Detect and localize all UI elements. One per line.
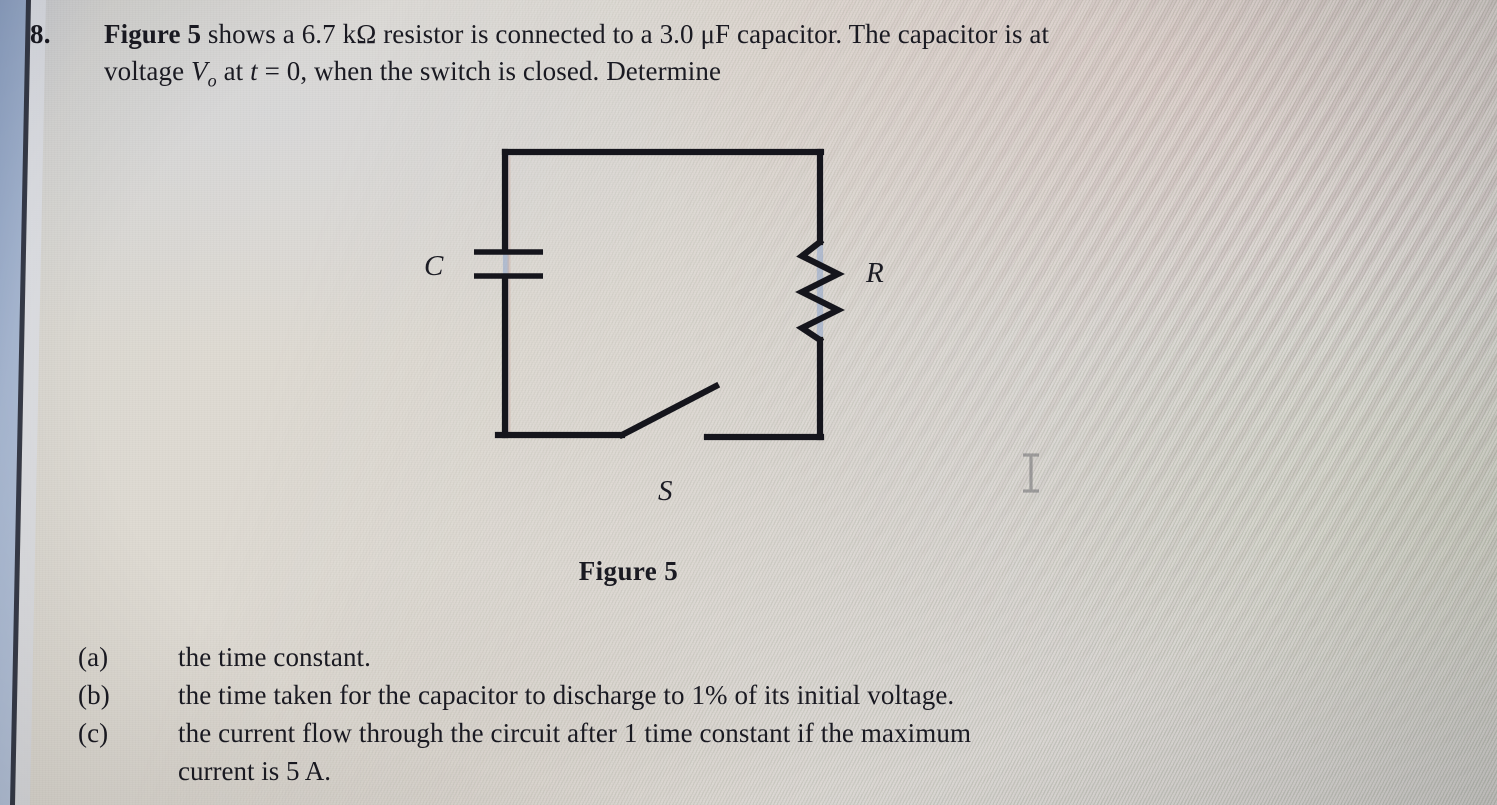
resistor-label: R <box>865 257 884 289</box>
switch-label: S <box>658 475 673 507</box>
initial-voltage-symbol: V <box>191 56 208 86</box>
stem-line-2-a: voltage <box>104 56 192 86</box>
stem-line-2-c: = 0, when the switch is closed. Determin… <box>257 56 722 86</box>
part-text-c: the current flow through the circuit aft… <box>178 718 972 748</box>
part-text-c-continuation: current is 5 A. <box>178 756 331 786</box>
part-label-b: (b) <box>78 680 110 710</box>
question-part-a: (a) the time constant. <box>78 638 1418 676</box>
question-stem-text: Figure 5 shows a 6.7 kΩ resistor is conn… <box>104 16 1450 99</box>
text-ibeam-cursor-icon <box>1018 452 1044 494</box>
question-stem-row: 8. Figure 5 shows a 6.7 kΩ resistor is c… <box>30 16 1450 99</box>
stem-line-1-rest: shows a 6.7 kΩ resistor is connected to … <box>201 19 1050 49</box>
question-part-c: (c) the current flow through the circuit… <box>78 714 1418 752</box>
stem-line-2-b: at <box>216 56 251 86</box>
lens-fringing-layer <box>502 154 824 436</box>
part-label-a: (a) <box>78 642 109 672</box>
capacitor-label: C <box>424 250 444 282</box>
rc-circuit-diagram: C R S <box>400 130 940 530</box>
time-variable-symbol: t <box>250 56 258 86</box>
figure-caption: Figure 5 <box>578 556 679 586</box>
question-parts-list: (a) the time constant. (b) the time take… <box>78 638 1418 790</box>
initial-voltage-subscript: o <box>207 70 217 91</box>
part-label-c: (c) <box>78 718 109 748</box>
question-number: 8. <box>30 19 51 49</box>
question-part-b: (b) the time taken for the capacitor to … <box>78 676 1418 714</box>
resistor-zigzag <box>795 237 845 345</box>
part-text-a: the time constant. <box>178 642 372 672</box>
question-stem: 8. Figure 5 shows a 6.7 kΩ resistor is c… <box>30 16 1450 99</box>
part-text-b: the time taken for the capacitor to disc… <box>178 680 955 710</box>
switch-blade <box>617 381 721 440</box>
figure-reference-bold: Figure 5 <box>104 19 202 49</box>
